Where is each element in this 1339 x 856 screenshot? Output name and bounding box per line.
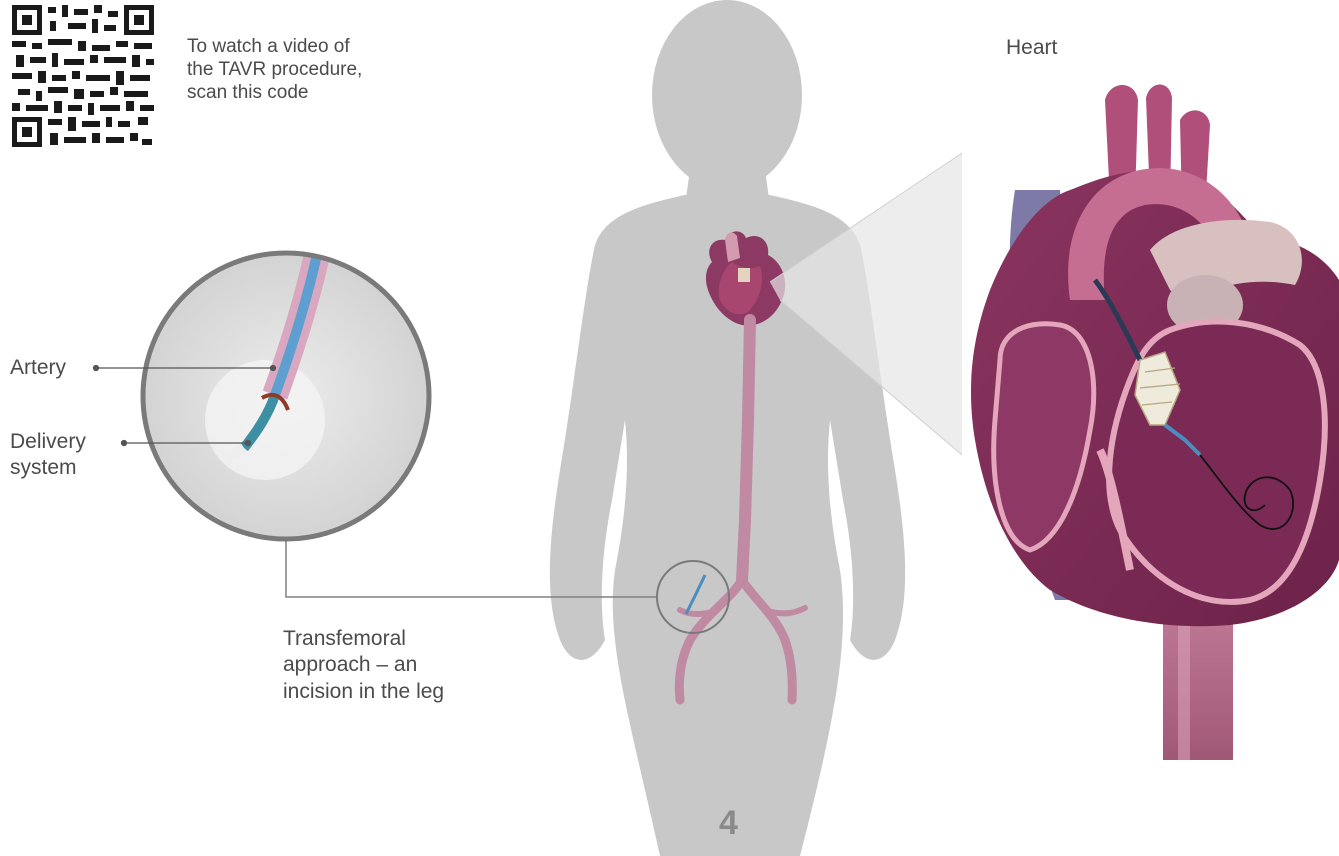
incision-zoom-view bbox=[143, 240, 429, 539]
delivery-label-line: system bbox=[10, 455, 140, 481]
large-heart bbox=[971, 85, 1339, 761]
heart-label: Heart bbox=[1006, 35, 1057, 61]
artery-label: Artery bbox=[10, 355, 66, 381]
page-number: 4 bbox=[719, 804, 738, 843]
delivery-system-label: Delivery system bbox=[10, 429, 140, 480]
approach-label-line: approach – an bbox=[283, 652, 503, 678]
qr-code[interactable] bbox=[12, 5, 154, 147]
qr-caption-line: scan this code bbox=[187, 81, 417, 104]
qr-caption-line: the TAVR procedure, bbox=[187, 58, 417, 81]
delivery-label-line: Delivery bbox=[10, 429, 140, 455]
body-silhouette bbox=[550, 0, 905, 856]
qr-caption: To watch a video of the TAVR procedure, … bbox=[187, 35, 417, 105]
transfemoral-approach-label: Transfemoral approach – an incision in t… bbox=[283, 626, 503, 705]
qr-caption-line: To watch a video of bbox=[187, 35, 417, 58]
approach-label-line: Transfemoral bbox=[283, 626, 503, 652]
approach-label-line: incision in the leg bbox=[283, 679, 503, 705]
